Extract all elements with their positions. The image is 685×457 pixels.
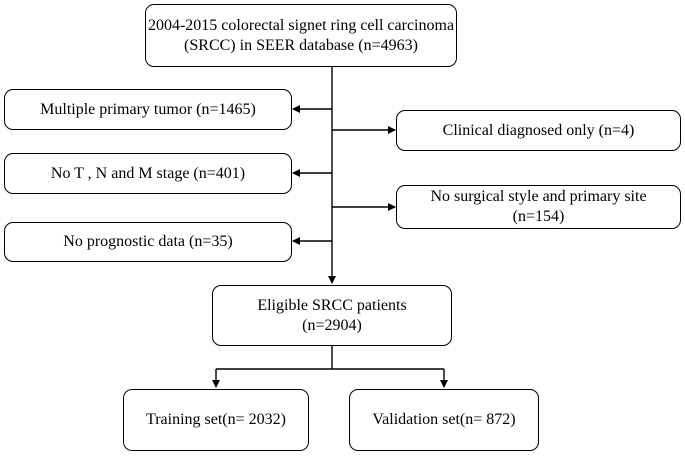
source-cohort-box: 2004-2015 colorectal signet ring cell ca…	[145, 4, 457, 67]
source-cohort-line2: (SRCC) in SEER database (n=4963)	[184, 36, 418, 54]
exclusion-multiple-primary-box: Multiple primary tumor (n=1465)	[4, 89, 292, 130]
exclusion-no-tnm-box: No T , N and M stage (n=401)	[4, 153, 292, 194]
exclusion-no-surgical-box: No surgical style and primary site (n=15…	[396, 185, 681, 229]
exclusion-multiple-primary-label: Multiple primary tumor (n=1465)	[40, 100, 256, 118]
exclusion-no-prognostic-label: No prognostic data (n=35)	[63, 233, 233, 250]
exclusion-no-surgical-line1: No surgical style and primary site	[430, 188, 647, 205]
exclusion-clinical-only-label: Clinical diagnosed only (n=4)	[442, 121, 635, 139]
exclusion-no-prognostic-box: No prognostic data (n=35)	[4, 222, 292, 262]
eligible-patients-box: Eligible SRCC patients (n=2904)	[212, 285, 452, 346]
exclusion-no-tnm-label: No T , N and M stage (n=401)	[50, 164, 246, 182]
validation-set-box: Validation set(n= 872)	[349, 389, 539, 451]
validation-set-label: Validation set(n= 872)	[372, 411, 516, 428]
training-set-label: Training set(n= 2032)	[146, 411, 286, 428]
eligible-patients-line2: (n=2904)	[302, 316, 362, 334]
exclusion-clinical-only-box: Clinical diagnosed only (n=4)	[396, 110, 681, 151]
training-set-box: Training set(n= 2032)	[123, 389, 309, 451]
eligible-patients-line1: Eligible SRCC patients	[257, 296, 407, 314]
source-cohort-line1: 2004-2015 colorectal signet ring cell ca…	[147, 16, 455, 34]
exclusion-no-surgical-line2: (n=154)	[512, 208, 565, 225]
